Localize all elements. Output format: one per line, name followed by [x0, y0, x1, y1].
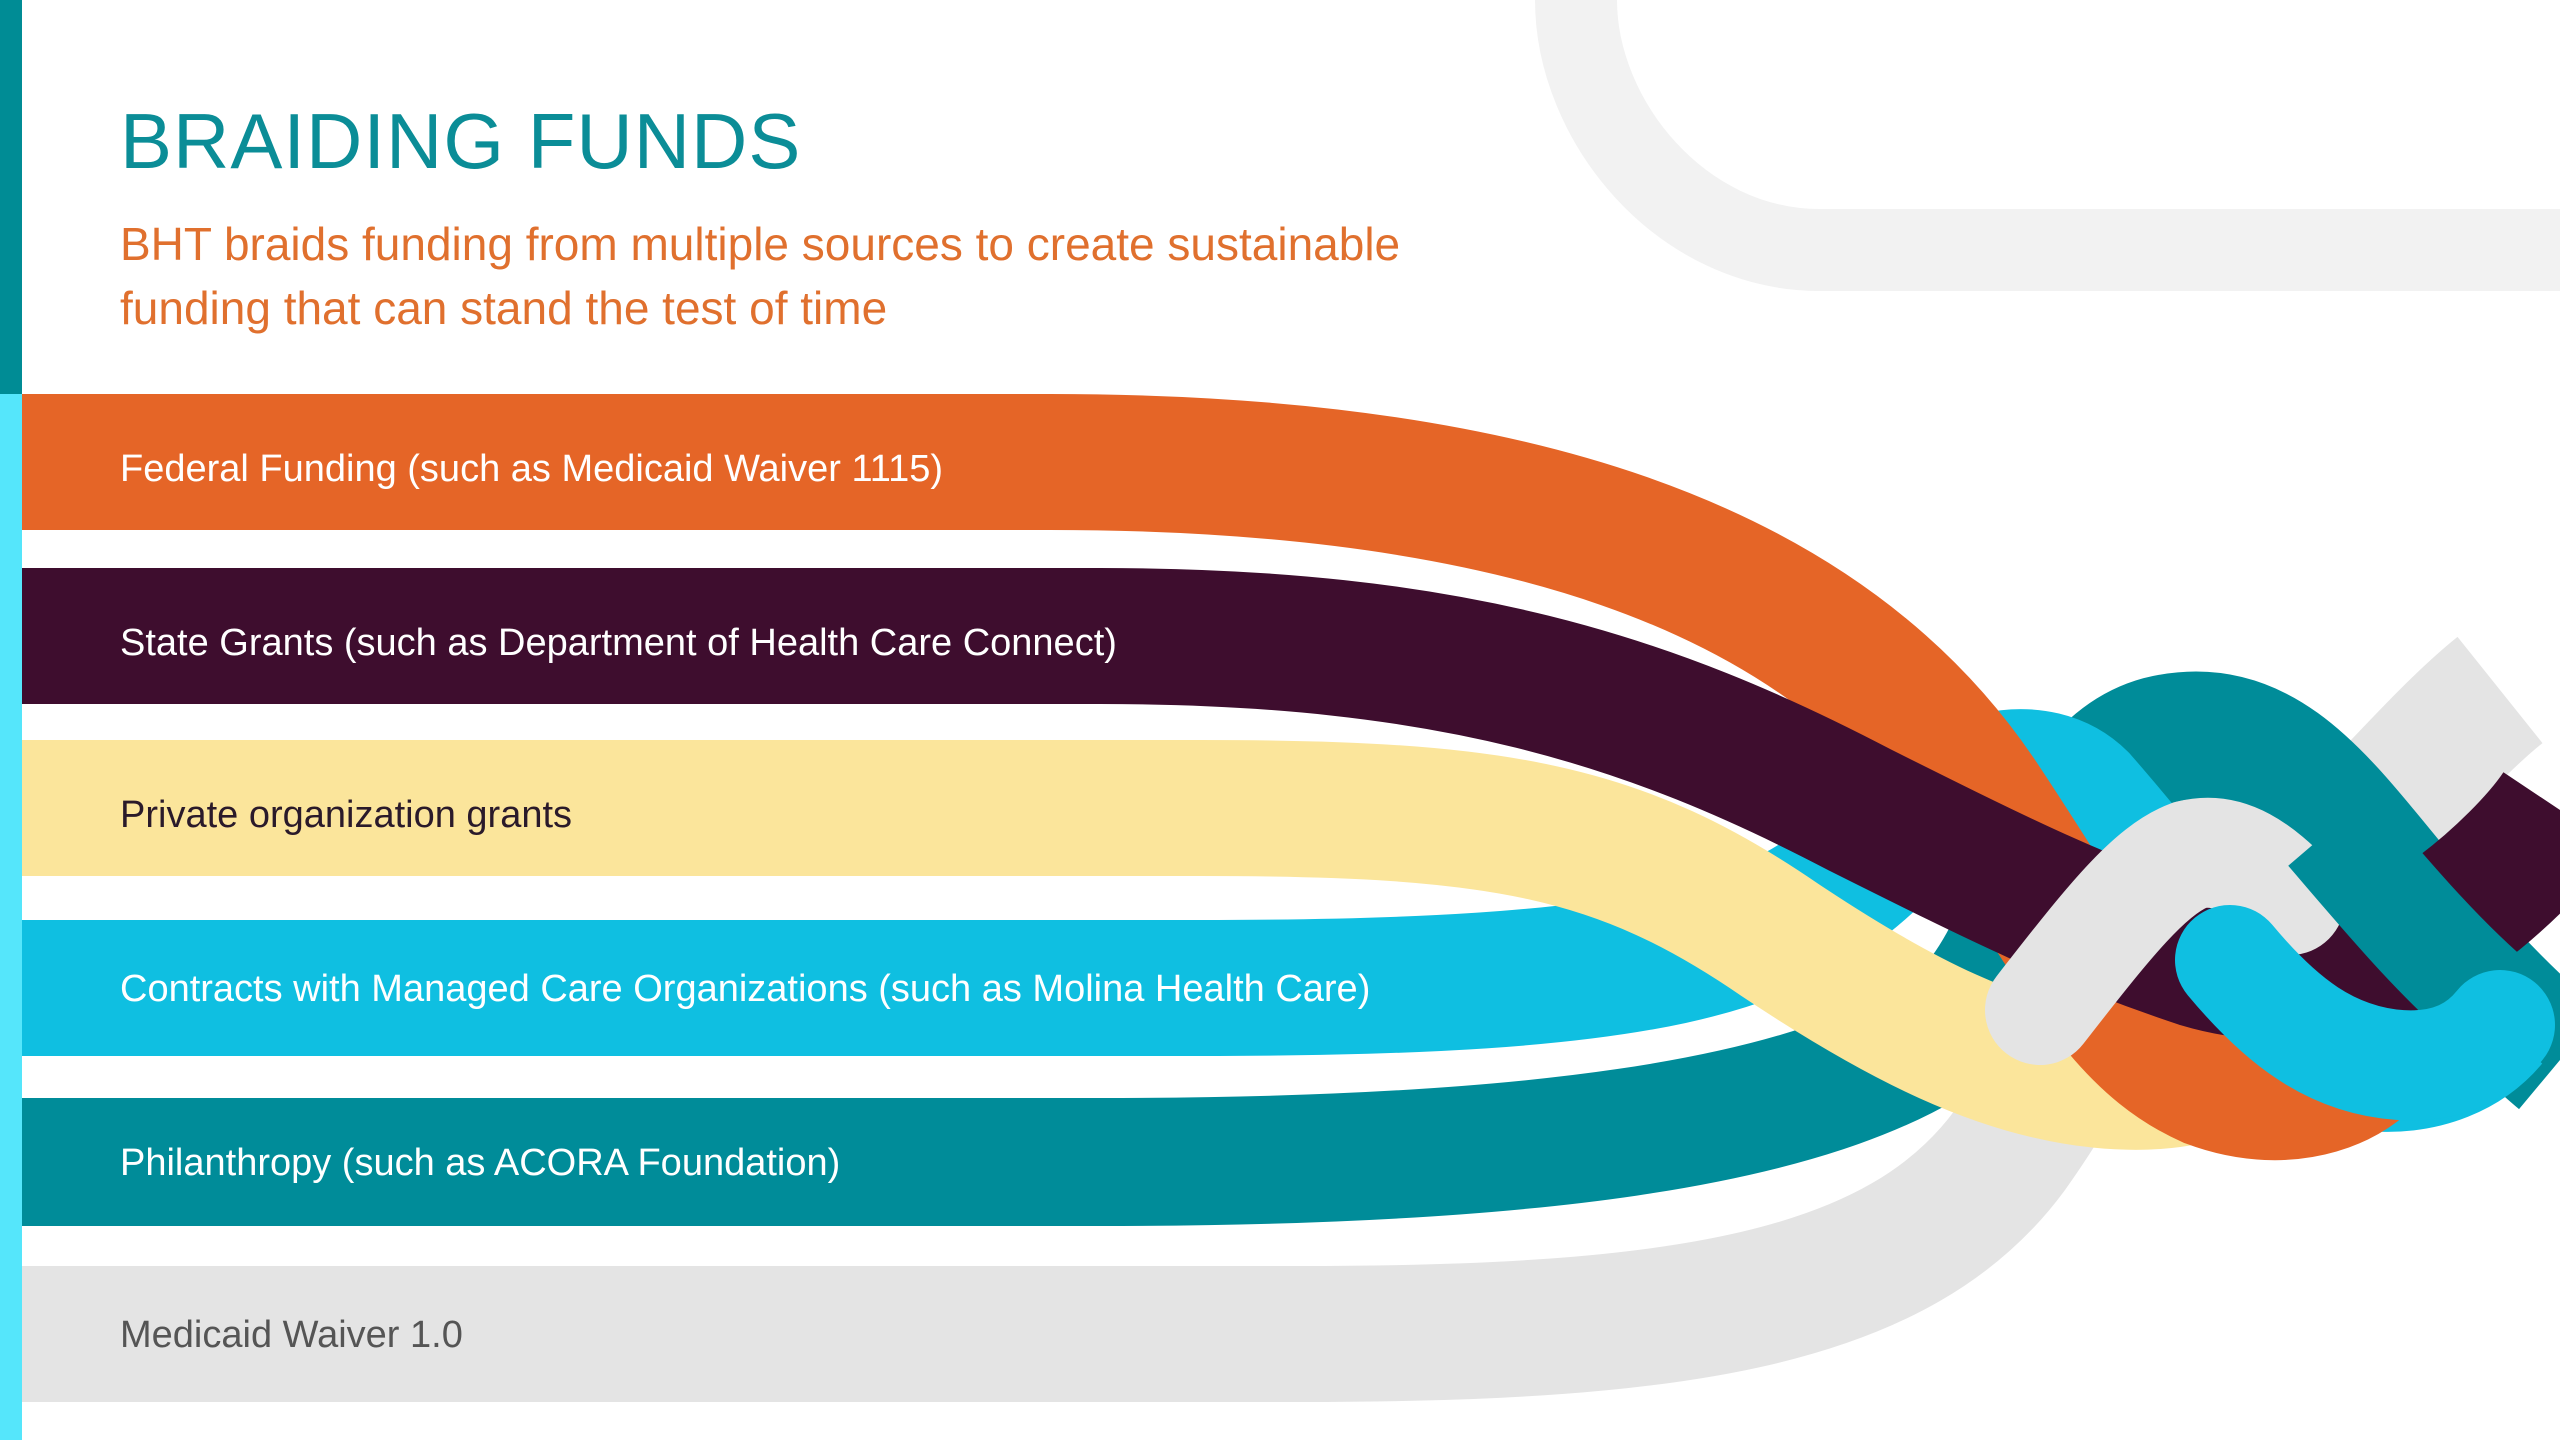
accent-bar-top — [0, 0, 22, 394]
band-label-medicaid-waiver-1: Medicaid Waiver 1.0 — [120, 1314, 463, 1356]
decor-arc — [1535, 0, 2560, 291]
accent-bar-bottom — [0, 394, 22, 1440]
slide-title: BRAIDING FUNDS — [120, 97, 802, 185]
band-label-contracts-mco: Contracts with Managed Care Organization… — [120, 968, 1371, 1010]
band-contracts-mco-over — [2175, 905, 2555, 1121]
slide-subtitle: BHT braids funding from multiple sources… — [120, 218, 1401, 334]
band-label-philanthropy: Philanthropy (such as ACORA Foundation) — [120, 1142, 841, 1184]
band-label-private-grants: Private organization grants — [120, 794, 573, 836]
band-medicaid-waiver-1-over — [1985, 797, 2345, 1065]
band-label-federal-funding: Federal Funding (such as Medicaid Waiver… — [120, 448, 944, 490]
band-label-state-grants: State Grants (such as Department of Heal… — [120, 622, 1117, 664]
